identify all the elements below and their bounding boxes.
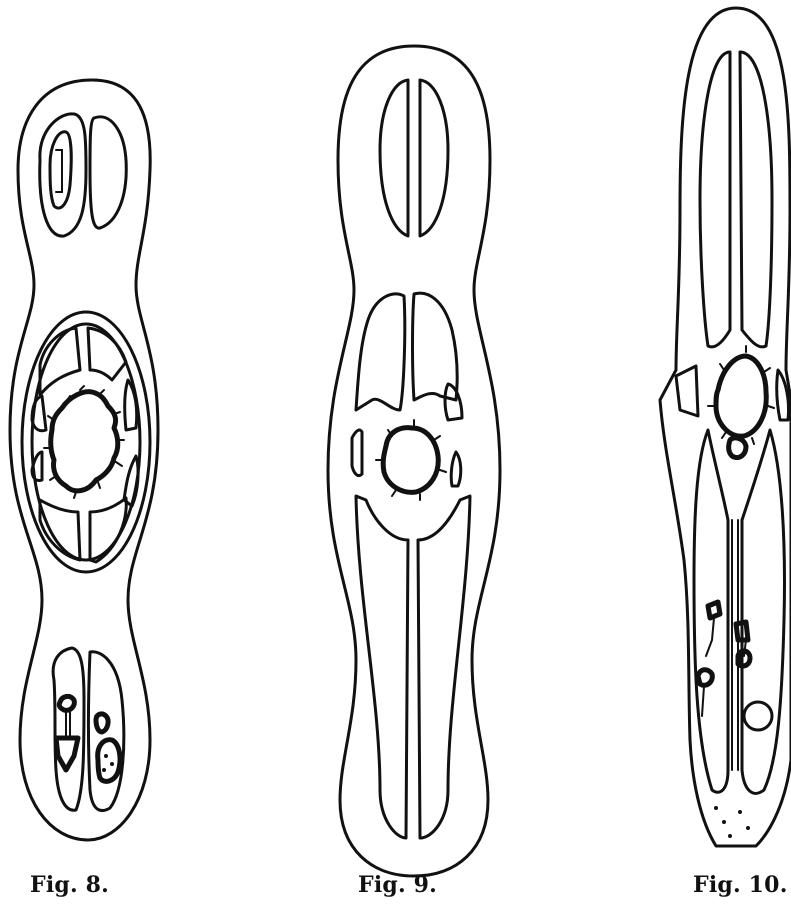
- fig-9-lower-left-chamber: [356, 496, 408, 838]
- fig-10-particle-a: [708, 602, 720, 618]
- fig-8-granule-3: [102, 768, 106, 772]
- fig-9-lower-right-chamber: [418, 496, 470, 838]
- fig-8-particle-connector: [66, 712, 70, 736]
- fig-9-top-right-chamber: [420, 80, 448, 236]
- fig-9-side-left-chamber: [352, 430, 362, 476]
- fig-8-top-left-inner-detail: [56, 150, 62, 192]
- fig-9-drawing: [328, 46, 500, 876]
- fig-10-speckle-2: [722, 820, 726, 824]
- fig-9-cell-outline: [328, 46, 500, 876]
- fig-10-side-left-chamber: [676, 366, 698, 416]
- fig-8-particle-a: [59, 696, 74, 710]
- fig-10-speckle-4: [746, 826, 750, 830]
- fig-9-upper-left-chamber: [356, 294, 405, 410]
- fig-10-caption: Fig. 10.: [693, 872, 788, 898]
- fig-10-drawing: [660, 8, 791, 846]
- fig-8-ring-chamber-7: [40, 500, 80, 560]
- fig-8-central-ring-outer: [22, 312, 150, 572]
- fig-8-top-left-inner: [50, 132, 71, 208]
- fig-8-drawing: [10, 80, 158, 840]
- fig-10-speckle-5: [728, 834, 732, 838]
- fig-8-nucleus: [51, 392, 118, 491]
- fig-10-nucleus-bud: [729, 438, 746, 458]
- fig-9-caption: Fig. 9.: [358, 872, 437, 898]
- fig-8-top-right-chamber: [90, 117, 126, 228]
- fig-9-side-right-chamber: [445, 384, 462, 420]
- fig-9-side-right-lower: [451, 452, 461, 486]
- fig-8-particle-b: [56, 738, 78, 770]
- fig-8-granule-1: [104, 754, 108, 758]
- fig-9-nucleus-fringe: [376, 420, 446, 500]
- fig-8-bottom-left-chamber: [53, 648, 84, 810]
- fig-10-upper-left-chamber: [700, 52, 730, 347]
- fig-8-granule-2: [110, 762, 114, 766]
- fig-10-vacuole: [744, 702, 772, 730]
- fig-10-speckle-1: [714, 806, 718, 810]
- fig-10-particle-b: [698, 670, 712, 686]
- fig-8-nucleus-fringe: [44, 386, 124, 498]
- fig-10-upper-right-chamber: [740, 52, 772, 347]
- fig-10-speckle-3: [738, 810, 742, 814]
- fig-9-nucleus: [383, 428, 438, 493]
- fig-8-caption: Fig. 8.: [30, 872, 109, 898]
- fig-10-midline: [732, 520, 738, 770]
- fig-9-top-left-chamber: [380, 80, 408, 236]
- fig-8-particle-d: [98, 740, 120, 782]
- fig-10-lower-right-chamber: [742, 430, 784, 793]
- fig-8-particle-c: [96, 714, 108, 732]
